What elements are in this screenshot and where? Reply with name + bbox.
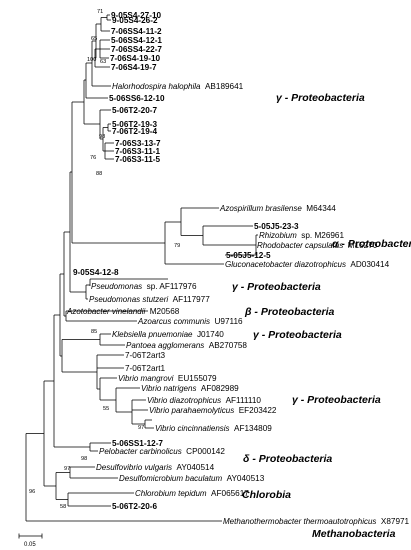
leaf-label: 7-06S3-11-1: [115, 147, 161, 156]
leaf-label: 7-06T2art3: [125, 351, 165, 360]
bootstrap-value: 63: [100, 59, 106, 65]
leaf-label: Methanothermobacter thermoautotrophicus …: [223, 511, 410, 528]
group-label-methanobacteria: Methanobacteria: [312, 528, 396, 540]
leaf-label: Azospirillum brasilense M64344: [219, 198, 336, 215]
leaf-label: 7-06S3-11-5: [115, 155, 161, 164]
group-label-delta: δ - Proteobacteria: [243, 453, 332, 465]
branch: [144, 419, 154, 429]
bootstrap-value: 100: [87, 57, 96, 63]
leaf-label: 5-06T2-20-7: [112, 106, 158, 115]
bootstrap-value: 71: [97, 9, 103, 15]
branch: [100, 17, 110, 32]
group-label-chlorobia: Chlorobia: [242, 489, 291, 501]
leaf-label: Pseudomonas stutzeri AF117977: [89, 289, 210, 306]
leaf-label: Vibrio parahaemolyticus EF203422: [149, 400, 277, 417]
leaf-label: 5-06T2-20-6: [112, 502, 158, 511]
leaf-label: 5-06SS6-12-10: [109, 94, 165, 103]
group-label-gamma-2: γ - Proteobacteria: [232, 281, 321, 293]
leaf-label: 7-06SS4-22-7: [111, 45, 162, 54]
bootstrap-value: 65: [91, 36, 97, 42]
leaf-label: 5-06SS4-12-1: [111, 36, 162, 45]
leaf-label: Pantoea agglomerans AB270758: [126, 335, 247, 352]
bootstrap-value: 79: [174, 243, 180, 249]
leaf-label: Desulfovibrio vulgaris AY040514: [96, 457, 215, 474]
scale-bar-label: 0.05: [24, 542, 36, 548]
branch: [53, 314, 90, 448]
leaf-label: Rhodobacter capsulatus M15270: [257, 235, 378, 252]
group-label-gamma-1: γ - Proteobacteria: [276, 92, 365, 104]
bootstrap-value: 76: [90, 155, 96, 161]
leaf-label: 7-06SS4-11-2: [111, 27, 162, 36]
branch: [131, 399, 148, 425]
leaf-label: 5-06SS1-12-7: [112, 439, 163, 448]
leaf-label: 7-06T2art1: [125, 364, 165, 373]
branch: [107, 123, 111, 132]
group-label-gamma-4: γ - Proteobacteria: [292, 394, 381, 406]
bootstrap-value: 98: [81, 456, 87, 462]
leaf-label: Klebsiella pnuemoniae J01740: [112, 324, 224, 341]
branch: [96, 354, 124, 390]
leaf-label: Halorhodospira halophila AB189641: [112, 76, 244, 93]
leaf-label: 5-06T2-19-3: [112, 120, 158, 129]
leaf-label: Chlorobium tepidum AF065617: [135, 483, 249, 500]
leaf-label: 9-05S4-27-10: [111, 11, 162, 20]
leaf-label: Gluconacetobacter diazotrophicus AD03041…: [225, 254, 390, 271]
bootstrap-value: 98: [99, 134, 105, 140]
leaf-label: 7-06S3-13-7: [115, 139, 161, 148]
branch: [180, 207, 219, 236]
leaf-label: Vibrio mangrovi EU155079: [118, 368, 217, 385]
leaf-label: Azotobacter vinelandii M20568: [66, 301, 180, 318]
branch: [91, 40, 111, 87]
branch: [25, 433, 222, 522]
tree-branches: [25, 14, 258, 522]
branch: [104, 142, 114, 160]
group-label-beta: β - Proteobacteria: [244, 306, 335, 318]
bootstrap-value: 55: [103, 406, 109, 412]
leaf-label: 5-05J5-23-3: [254, 222, 299, 231]
leaf-label: Pseudomonas sp. AF117976: [91, 276, 197, 293]
bootstrap-value: 97: [138, 425, 144, 431]
group-label-gamma-3: γ - Proteobacteria: [253, 329, 342, 341]
leaf-label: 9-05S4-12-8: [73, 268, 119, 277]
leaf-label: Azoarcus communis U97116: [137, 311, 243, 328]
leaf-labels: 9-05S4-27-10 9-05S4-26-2 7-06SS4-11-2 5-…: [66, 11, 410, 528]
branch: [99, 377, 117, 401]
branch: [63, 231, 70, 317]
branch: [99, 109, 111, 140]
bootstrap-value: 97: [64, 466, 70, 472]
leaf-label: Pelobacter carbinolicus CP000142: [99, 441, 225, 458]
leaf-label: Desulfomicrobium baculatum AY040513: [119, 468, 265, 485]
leaf-label: 7-06S4-19-7: [111, 63, 157, 72]
branch: [99, 39, 110, 59]
group-labels: γ - Proteobacteria α - Proteobacteria γ …: [232, 92, 411, 540]
branch: [202, 225, 256, 246]
scale-bar-line: [18, 533, 43, 539]
leaf-label: Vibrio diazotrophicus AF111110: [147, 390, 261, 407]
leaf-label: 7-06S4-19-10: [110, 54, 161, 63]
branch: [61, 339, 100, 373]
leaf-label: Vibrio natrigens AF082989: [141, 378, 239, 395]
bootstrap-values: 71 65 100 63 98 76 88 79 85 55 97 98 97 …: [29, 9, 180, 510]
leaf-label: Vibrio cincinnatiensis AF134809: [155, 418, 272, 435]
leaf-label: 7-06T2-19-4: [112, 127, 158, 136]
branch: [85, 62, 108, 99]
leaf-label: 9-05S4-26-2: [112, 16, 158, 25]
bootstrap-value: 88: [96, 171, 102, 177]
leaf-label: Rhizobium sp. M26961: [259, 225, 344, 242]
branch: [71, 101, 84, 244]
leaf-label: 5-05J5-12-5: [226, 251, 271, 260]
bootstrap-value: 85: [91, 329, 97, 335]
bootstrap-value: 96: [29, 489, 35, 495]
branch: [83, 79, 100, 125]
group-label-alpha: α - Proteobacteria: [332, 238, 411, 250]
bootstrap-value: 58: [60, 504, 66, 510]
scale-bar: 0.05: [18, 533, 43, 548]
